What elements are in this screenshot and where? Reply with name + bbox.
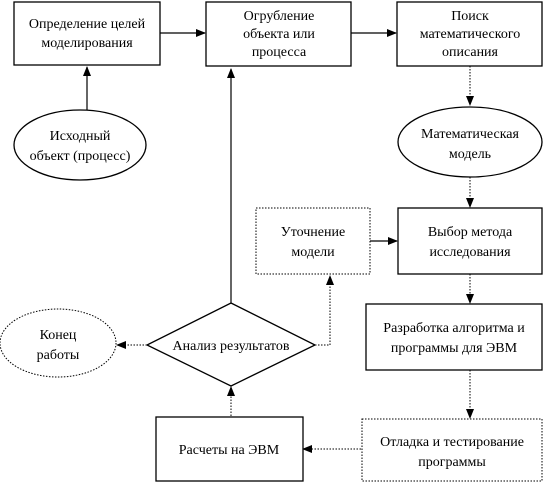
connectors xyxy=(83,29,474,453)
node-search: Поиск математического описания xyxy=(396,1,543,67)
node-analysis-diamond xyxy=(145,302,317,387)
node-model-ellipse xyxy=(397,106,543,178)
node-algorithm: Разработка алгоритма и программы для ЭВМ xyxy=(365,303,543,371)
node-end-line: работы xyxy=(37,348,80,363)
node-calc-line: Расчеты на ЭВМ xyxy=(179,443,280,458)
node-end-ellipse xyxy=(0,308,117,378)
node-debug-line: Отладка и тестирование xyxy=(380,435,524,450)
node-refine-box xyxy=(255,207,371,275)
node-model-line: модель xyxy=(449,147,491,162)
node-simplify-box xyxy=(205,1,352,67)
node-refine: Уточнение модели xyxy=(255,207,371,275)
node-method: Выбор метода исследования xyxy=(397,207,543,275)
node-model: Математическая модель xyxy=(397,106,543,178)
node-simplify-line: Огрубление xyxy=(244,9,315,24)
node-analysis: Анализ результатов xyxy=(145,302,317,387)
node-simplify-line: процесса xyxy=(252,45,307,60)
node-search-line: математического xyxy=(420,27,520,42)
node-goals-line: моделирования xyxy=(41,36,133,51)
node-debug-box xyxy=(361,418,543,482)
node-simplify: Огрубление объекта или процесса xyxy=(205,1,352,67)
node-goals: Определение целей моделирования xyxy=(13,1,161,66)
node-refine-line: модели xyxy=(291,245,335,260)
node-goals-box xyxy=(13,1,161,66)
node-calc: Расчеты на ЭВМ xyxy=(155,416,304,482)
node-simplify-line: объекта или xyxy=(243,27,315,42)
node-source-line: объект (процесс) xyxy=(30,149,131,164)
node-algorithm-box xyxy=(365,303,543,371)
node-search-box xyxy=(396,1,543,67)
node-end-line: Конец xyxy=(40,328,77,343)
node-end: Конец работы xyxy=(0,308,117,378)
node-source-line: Исходный xyxy=(50,129,111,144)
node-algorithm-line: Разработка алгоритма и xyxy=(383,321,525,336)
node-algorithm-line: программы для ЭВМ xyxy=(391,341,518,356)
node-search-line: описания xyxy=(442,45,499,60)
node-debug-line: программы xyxy=(418,455,486,470)
node-calc-box xyxy=(155,416,304,482)
node-source-ellipse xyxy=(13,109,147,181)
node-refine-line: Уточнение xyxy=(281,225,345,240)
node-search-line: Поиск xyxy=(451,9,489,24)
node-method-box xyxy=(397,207,543,275)
node-method-line: исследования xyxy=(429,245,511,260)
arrow-analysis-to-refine xyxy=(315,275,334,346)
node-debug: Отладка и тестирование программы xyxy=(361,418,543,482)
node-analysis-line: Анализ результатов xyxy=(173,339,290,354)
node-method-line: Выбор метода xyxy=(428,225,513,240)
node-goals-line: Определение целей xyxy=(29,17,146,32)
node-source: Исходный объект (процесс) xyxy=(13,109,147,181)
node-model-line: Математическая xyxy=(421,127,519,142)
